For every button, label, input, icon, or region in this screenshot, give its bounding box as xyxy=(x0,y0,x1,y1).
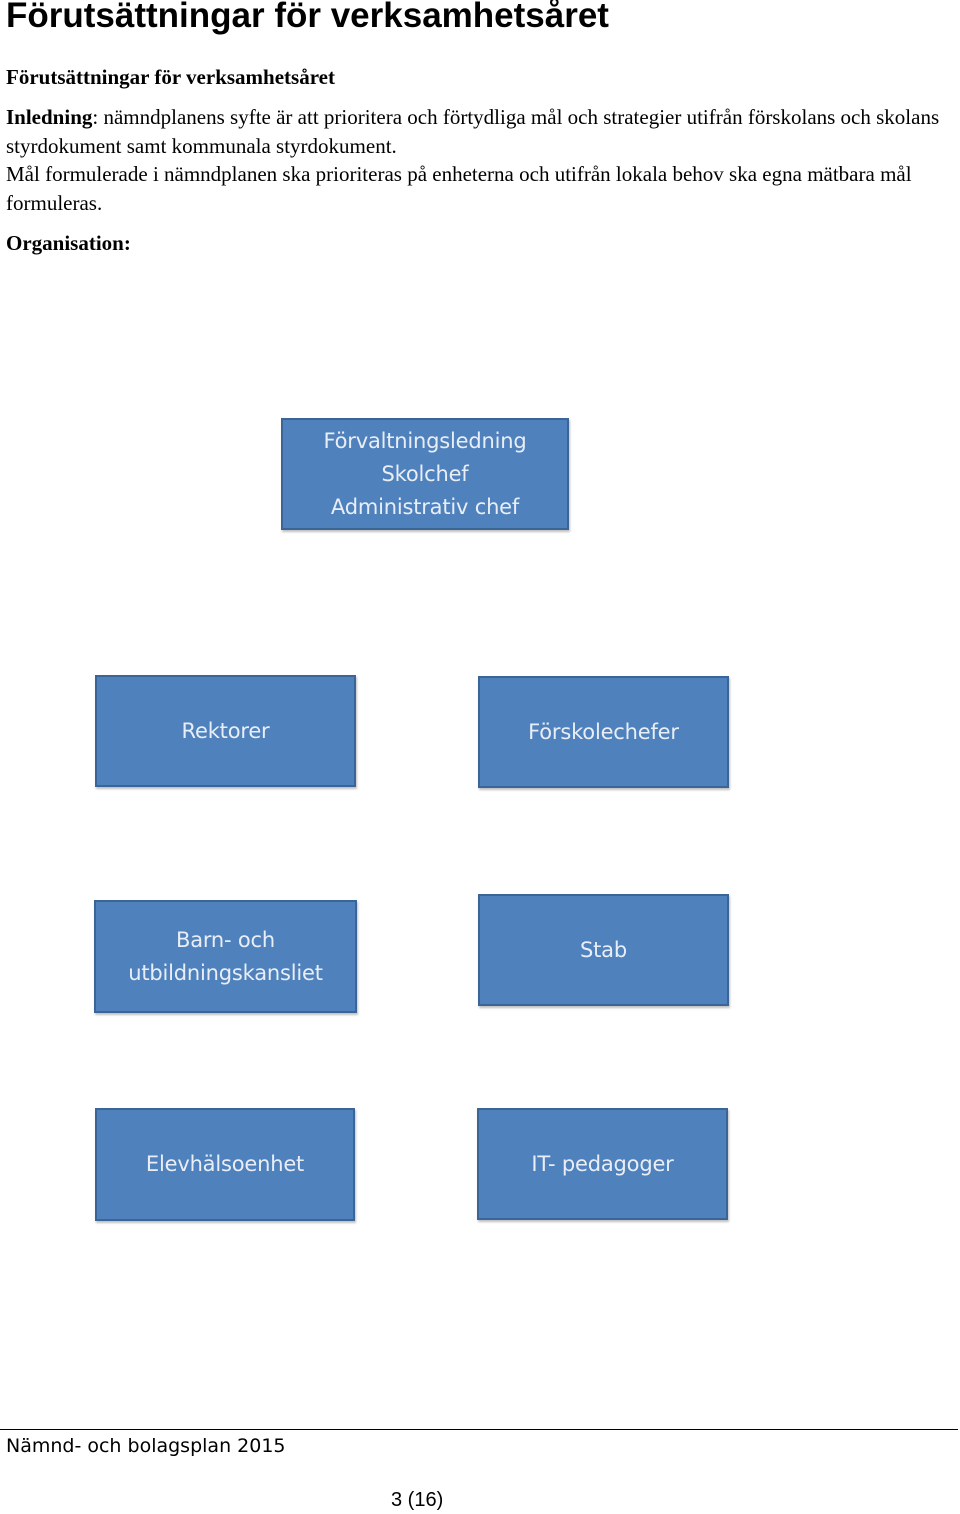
org-box-management-line1: Förvaltningsledning xyxy=(323,428,527,453)
org-box-rektorer: Rektorer xyxy=(95,675,356,787)
org-box-stab: Stab xyxy=(478,894,729,1006)
org-box-management: Förvaltningsledning Skolchef Administrat… xyxy=(281,418,569,530)
intro-label: Inledning xyxy=(6,105,93,129)
intro-text: : nämndplanens syfte är att prioritera o… xyxy=(6,105,940,158)
org-box-management-line2: Skolchef xyxy=(381,461,469,486)
org-box-forskolechefer: Förskolechefer xyxy=(478,676,729,788)
intro-text-goals: Mål formulerade i nämndplanen ska priori… xyxy=(6,162,912,215)
page-title: Förutsättningar för verksamhetsåret xyxy=(6,0,609,35)
intro-paragraph: Inledning: nämndplanens syfte är att pri… xyxy=(6,103,954,217)
org-box-it-pedagoger: IT- pedagoger xyxy=(477,1108,728,1220)
page-number: 3 (16) xyxy=(391,1489,444,1511)
org-box-management-line3: Administrativ chef xyxy=(330,494,520,519)
org-box-it-pedagoger-label: IT- pedagoger xyxy=(531,1151,674,1176)
org-box-rektorer-label: Rektorer xyxy=(181,718,270,743)
org-box-elevhalsoenhet-label: Elevhälsoenhet xyxy=(145,1152,305,1176)
org-box-stab-label: Stab xyxy=(580,937,627,962)
section-heading: Förutsättningar för verksamhetsåret xyxy=(6,65,335,89)
org-box-kansliet-line2: utbildningskansliet xyxy=(128,960,323,985)
footer-divider xyxy=(0,1429,958,1430)
organisation-label: Organisation: xyxy=(6,231,131,255)
org-box-kansliet-line1: Barn- och xyxy=(175,927,275,952)
org-box-kansliet: Barn- och utbildningskansliet xyxy=(94,900,357,1013)
footer-document-title: Nämnd- och bolagsplan 2015 xyxy=(6,1435,286,1457)
org-box-forskolechefer-label: Förskolechefer xyxy=(528,719,679,744)
org-box-elevhalsoenhet: Elevhälsoenhet xyxy=(95,1108,355,1221)
